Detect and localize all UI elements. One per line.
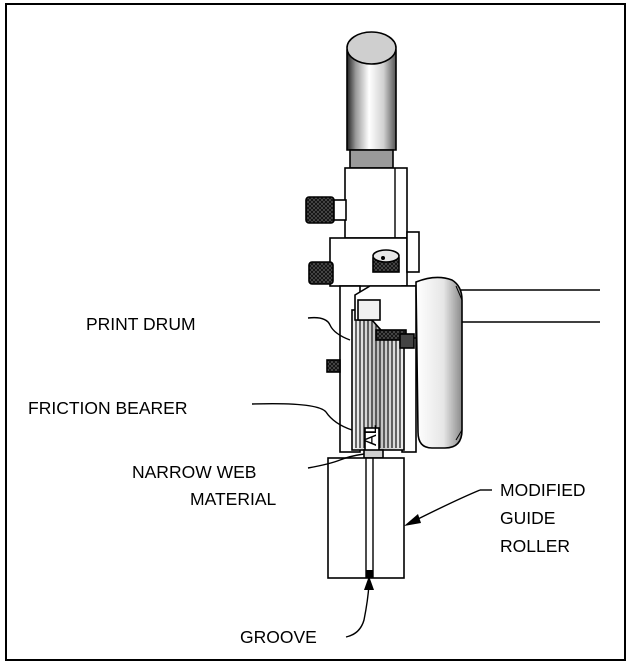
border-frame	[5, 3, 626, 661]
pivot-bracket	[354, 285, 417, 349]
label-modified-guide-roller: MODIFIED GUIDE ROLLER	[404, 480, 586, 556]
groove-label: GROOVE	[240, 627, 317, 647]
drum-marking-text: AL	[360, 424, 380, 446]
modified-label-line1: MODIFIED	[500, 480, 586, 500]
side-set-screw	[326, 359, 341, 373]
label-groove: GROOVE	[240, 576, 374, 647]
top-handle	[346, 31, 397, 169]
print-drum-label: PRINT DRUM	[86, 314, 196, 334]
drum-marking: AL	[360, 424, 380, 453]
small-top-knob	[372, 249, 400, 273]
modified-guide-roller	[327, 457, 405, 579]
friction-bearer-label: FRICTION BEARER	[28, 398, 187, 418]
narrow-web-material	[363, 449, 384, 459]
horizontal-shaft	[458, 289, 600, 323]
modified-label-line2: GUIDE	[500, 508, 555, 528]
label-narrow-web: NARROW WEB MATERIAL	[132, 453, 365, 509]
narrow-web-label-line1: NARROW WEB	[132, 462, 256, 482]
modified-label-line3: ROLLER	[500, 536, 570, 556]
upper-knurled-knob	[305, 196, 347, 224]
upper-housing	[330, 167, 408, 239]
label-print-drum: PRINT DRUM	[86, 314, 351, 341]
lower-knurled-knob	[308, 261, 334, 285]
label-friction-bearer: FRICTION BEARER	[28, 398, 353, 431]
pressure-lever	[415, 276, 463, 449]
narrow-web-label-line2: MATERIAL	[190, 489, 276, 509]
